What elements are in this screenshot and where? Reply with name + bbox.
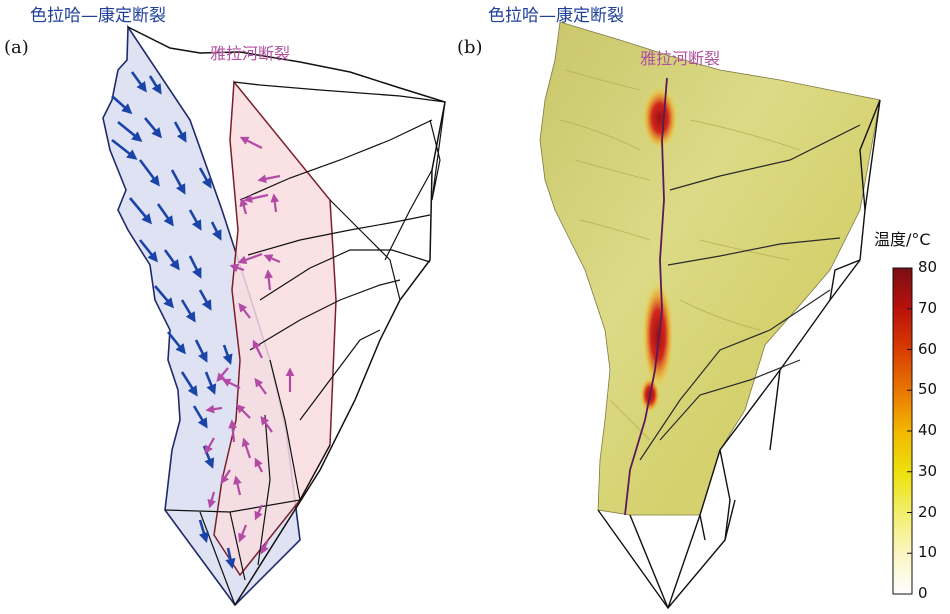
panel-b-fault-traces [639,124,861,461]
panel-b-letter: (b) [457,37,483,58]
colorbar-tick-label: 50 [918,380,938,399]
panel-a-fault-traces [164,101,446,606]
colorbar-tick-label: 60 [918,339,938,358]
colorbar-tick-marks [907,267,912,595]
panel-b-fault-top-label: 色拉哈—康定断裂 [488,6,624,26]
panel-a-top-edge [233,81,446,103]
panel-a-model [102,24,446,607]
hot-zone-middle [642,280,674,390]
colorbar-tick-label: 80 [918,258,938,276]
yalahe-fault-trace [624,77,668,516]
panel-b-fault-mid-label: 雅拉河断裂 [640,49,721,68]
panel-a-fault-mid-label: 雅拉河断裂 [210,44,291,63]
colorbar-tick-label: 30 [918,461,938,480]
panel-b-block-frame [597,99,881,610]
hot-zone-upper [642,86,678,150]
colorbar-title: 温度/°C [874,230,931,249]
colorbar-tick-label: 0 [918,584,928,602]
panel-a-letter: (a) [4,37,29,58]
colorbar-tick-label: 70 [918,298,938,317]
pink-slip-vectors [204,136,295,555]
temperature-surface [539,21,881,516]
panel-a-fault-top-label: 色拉哈—康定断裂 [30,6,166,26]
surface-ridges [559,69,801,441]
panel-b-model [539,21,881,610]
colorbar-tick-label: 40 [918,421,938,439]
colorbar-tick-label: 20 [918,502,938,521]
colorbar-tick-label: 10 [918,543,938,562]
